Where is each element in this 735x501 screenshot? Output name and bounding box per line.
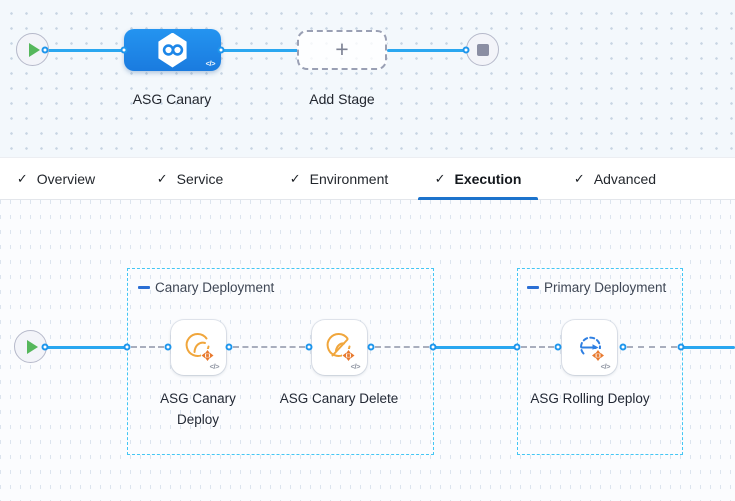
stage-label: ASG Canary (132, 91, 212, 107)
connector-dot (554, 343, 562, 351)
connector-line (45, 345, 127, 349)
step-node-asg-canary-delete[interactable]: </> (312, 320, 367, 375)
connector-line (221, 48, 298, 52)
dashed-connector-line (233, 346, 305, 348)
asg-rolling-deploy-icon (579, 336, 605, 362)
connector-dot (305, 343, 313, 351)
connector-dot (41, 46, 49, 54)
stop-icon (476, 43, 489, 56)
harness-cd-stage-icon (158, 32, 187, 68)
connector-line (45, 48, 125, 52)
step-node-asg-rolling-deploy[interactable]: </> (562, 320, 617, 375)
tab-execution[interactable]: ✓ Execution (418, 158, 538, 200)
dashed-connector-line (375, 346, 429, 348)
tab-advanced[interactable]: ✓ Advanced (573, 170, 657, 187)
connector-dot (429, 343, 437, 351)
dashed-connector-line (521, 346, 554, 348)
check-icon: ✓ (573, 170, 585, 186)
connector-dot (225, 343, 233, 351)
code-view-icon: </> (600, 362, 611, 371)
step-group-primary-deployment[interactable] (517, 268, 683, 455)
group-label-canary: Canary Deployment (138, 280, 274, 295)
pipeline-end-node[interactable] (466, 33, 499, 66)
step-label: ASG Canary Delete (279, 391, 399, 406)
check-icon: ✓ (16, 170, 28, 186)
connector-dot (513, 343, 521, 351)
group-label-primary: Primary Deployment (527, 280, 666, 295)
connector-dot (462, 46, 470, 54)
group-dash-icon (527, 286, 539, 289)
code-view-icon: </> (209, 362, 220, 371)
plus-icon: + (335, 35, 349, 62)
connector-dot (367, 343, 375, 351)
stage-config-tabs: ✓ Overview ✓ Service ✓ Environment ✓ Exe… (0, 157, 735, 200)
group-dash-icon (138, 286, 150, 289)
check-icon: ✓ (156, 170, 168, 186)
tab-overview[interactable]: ✓ Overview (16, 170, 96, 187)
step-node-asg-canary-deploy[interactable]: </> (171, 320, 226, 375)
step-label: ASG Canary Deploy (160, 391, 236, 427)
add-stage-label: Add Stage (309, 91, 375, 107)
add-stage-button[interactable]: + (297, 30, 387, 70)
connector-line (387, 48, 467, 52)
step-group-canary-deployment[interactable] (127, 268, 434, 455)
code-view-icon: </> (205, 59, 216, 68)
connector-dot (41, 343, 49, 351)
step-label: ASG Rolling Deploy (530, 391, 650, 406)
check-icon: ✓ (289, 170, 301, 186)
dashed-connector-line (627, 346, 677, 348)
tab-environment[interactable]: ✓ Environment (289, 170, 389, 187)
asg-canary-delete-icon (326, 332, 355, 362)
check-icon: ✓ (434, 170, 446, 186)
execution-graph-canvas: Canary Deployment Primary Deployment (0, 200, 735, 501)
play-icon (27, 339, 38, 354)
code-view-icon: </> (350, 362, 361, 371)
connector-dot (123, 343, 131, 351)
connector-dot (217, 46, 225, 54)
stage-graph-canvas: </> ASG Canary + Add Stage (0, 0, 735, 157)
asg-canary-deploy-icon (185, 332, 214, 362)
connector-line (433, 345, 517, 349)
tab-service[interactable]: ✓ Service (156, 170, 224, 187)
connector-dot (164, 343, 172, 351)
infinity-icon (162, 44, 183, 56)
connector-dot (120, 46, 128, 54)
connector-dot (619, 343, 627, 351)
stage-node-asg-canary[interactable]: </> (124, 29, 221, 71)
connector-line (681, 345, 735, 349)
play-icon (29, 42, 40, 57)
connector-dot (677, 343, 685, 351)
dashed-connector-line (131, 346, 164, 348)
